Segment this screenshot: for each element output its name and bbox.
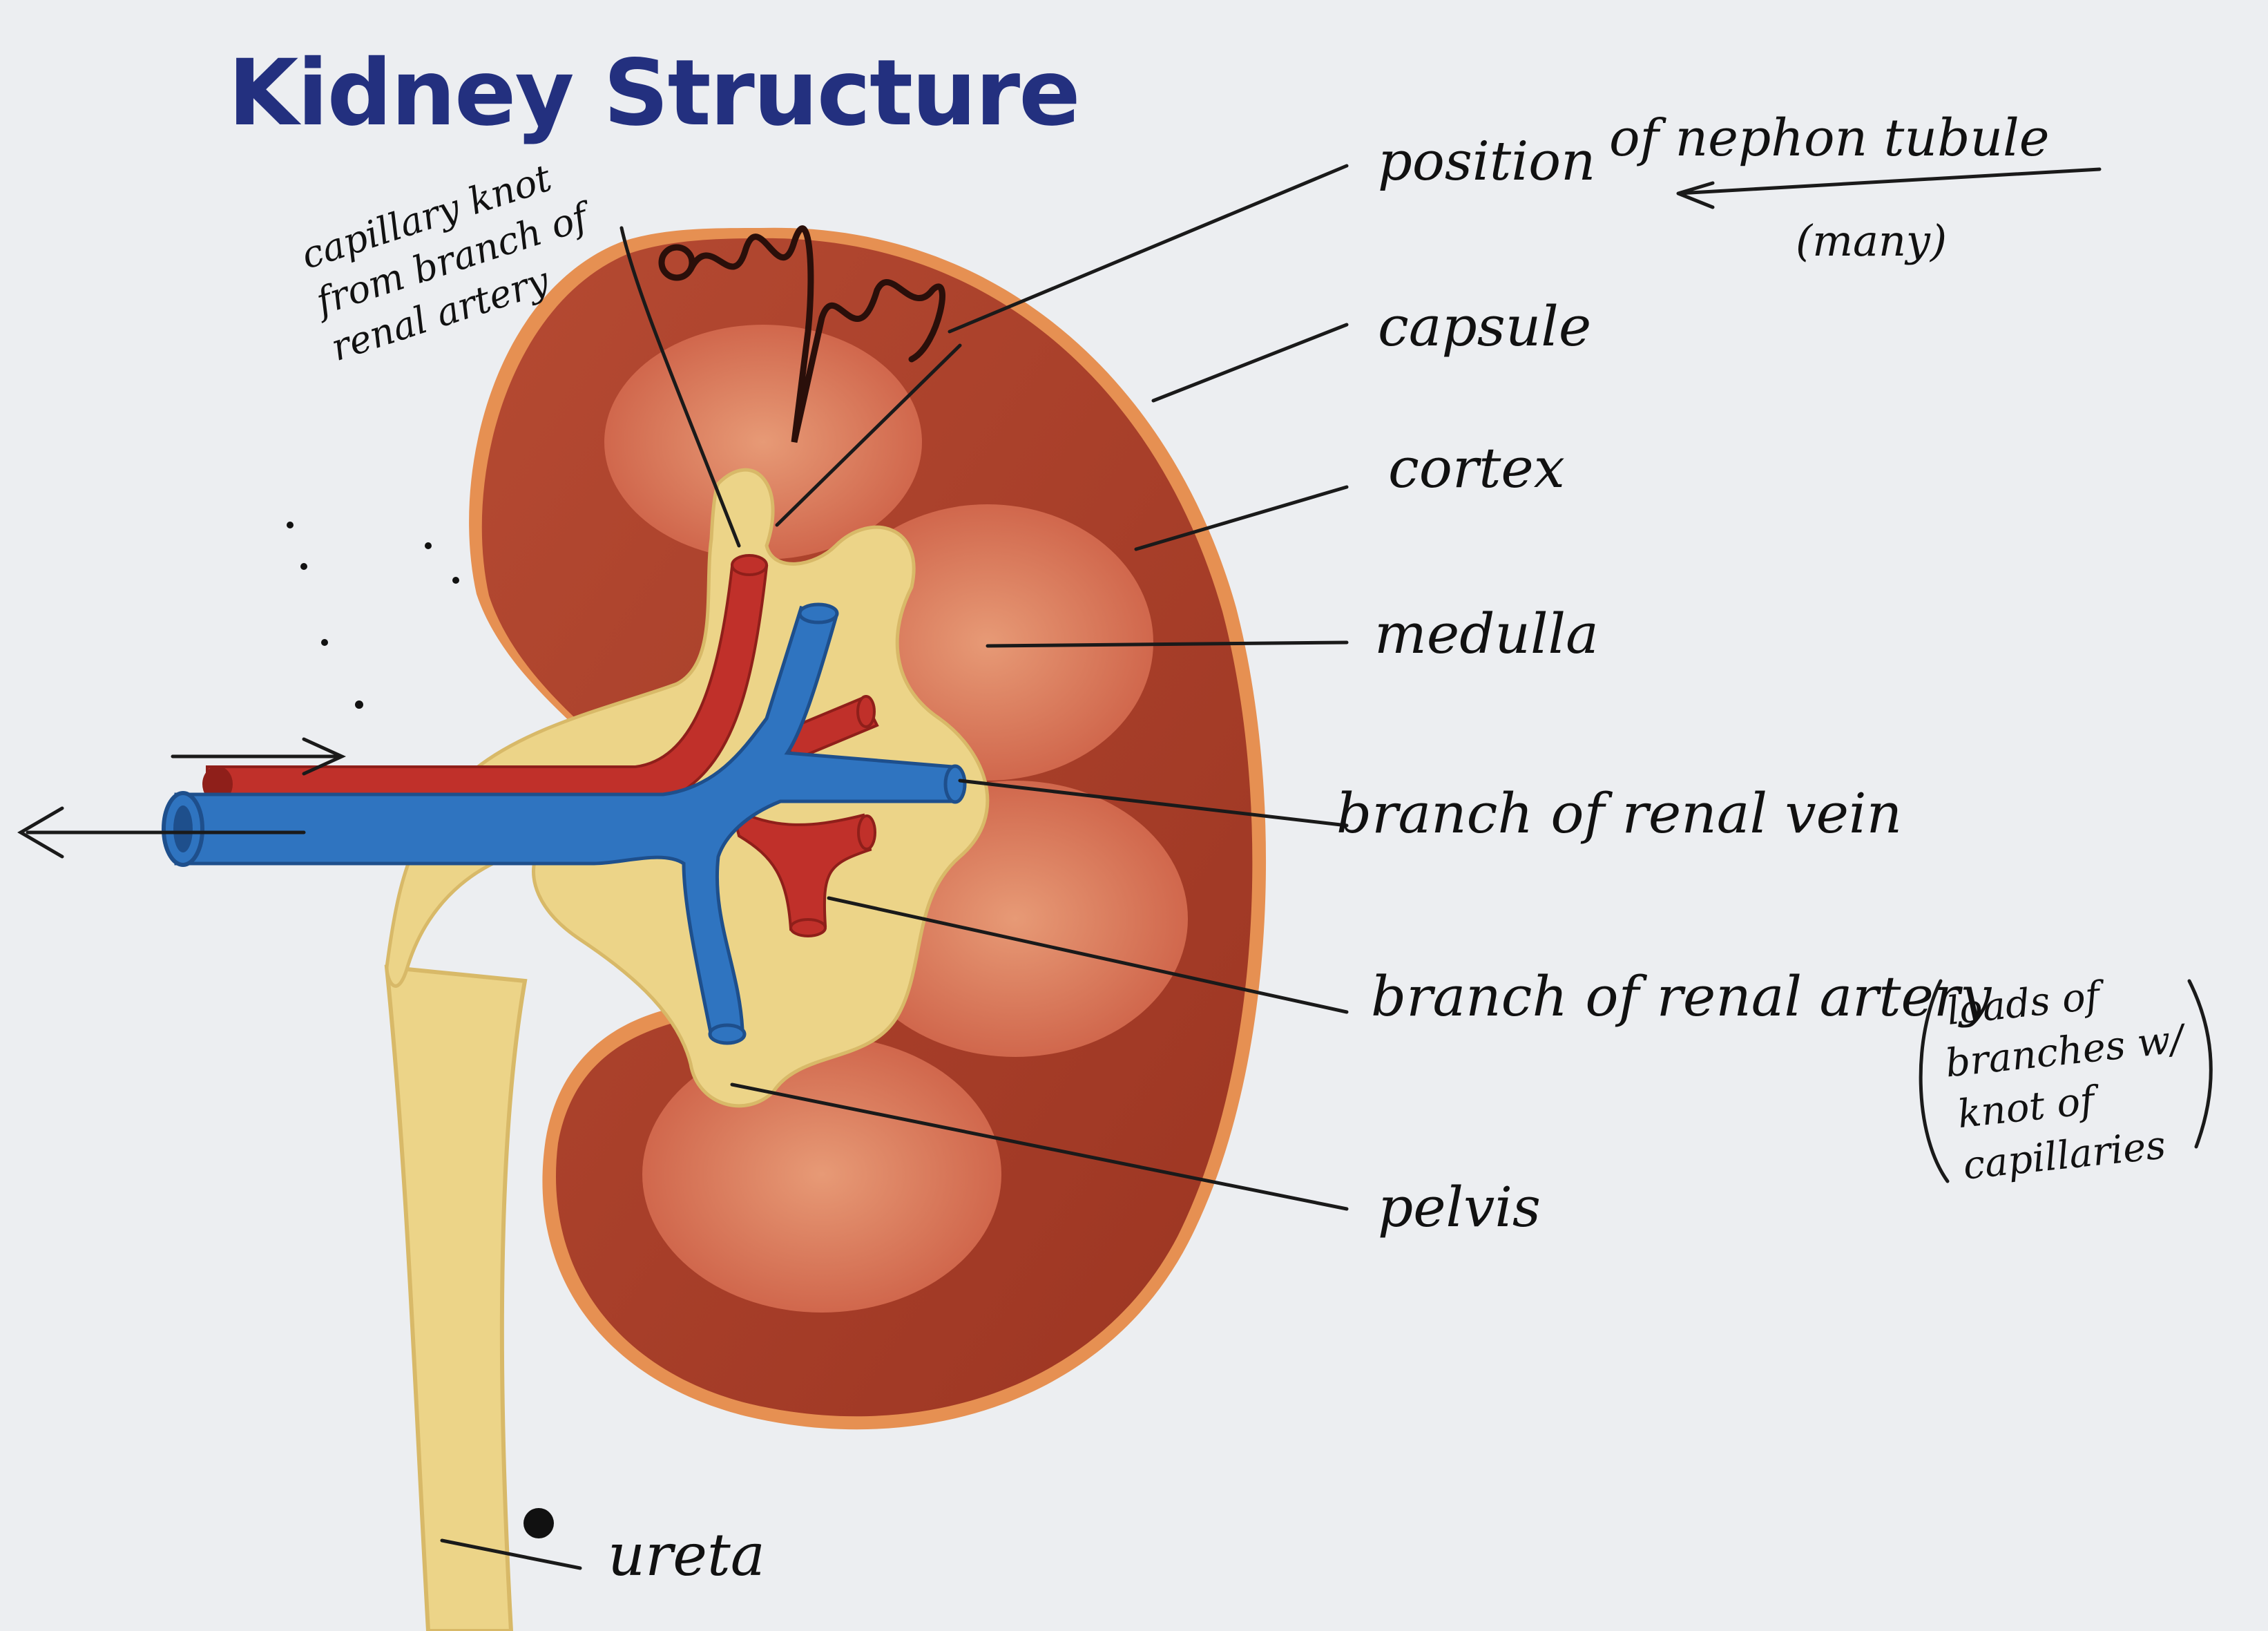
label-nephron-note: (many): [1796, 216, 1947, 266]
label-nephron-extra: of nephon tubule: [1609, 108, 2050, 168]
leader-lines: [17, 164, 2213, 1570]
label-cortex: cortex: [1388, 436, 1565, 500]
label-pelvis: pelvis: [1378, 1175, 1541, 1239]
pen-marks: [287, 522, 554, 1538]
diagram-title: Kidney Structure: [228, 40, 1079, 146]
label-renal-vein: branch of renal vein: [1336, 781, 1902, 846]
nephron-tubule-drawing: [658, 225, 945, 443]
label-nephron: position: [1378, 131, 1595, 193]
renal-vein-lumen: [173, 805, 193, 852]
ureter: [384, 964, 528, 1631]
label-renal-artery: branch of renal artery: [1371, 964, 1992, 1029]
label-medulla: medulla: [1374, 602, 1599, 666]
label-capsule: capsule: [1378, 294, 1591, 359]
renal-vein: [174, 602, 967, 1045]
label-ureter: ureta: [608, 1521, 765, 1589]
renal-artery: [206, 554, 879, 937]
